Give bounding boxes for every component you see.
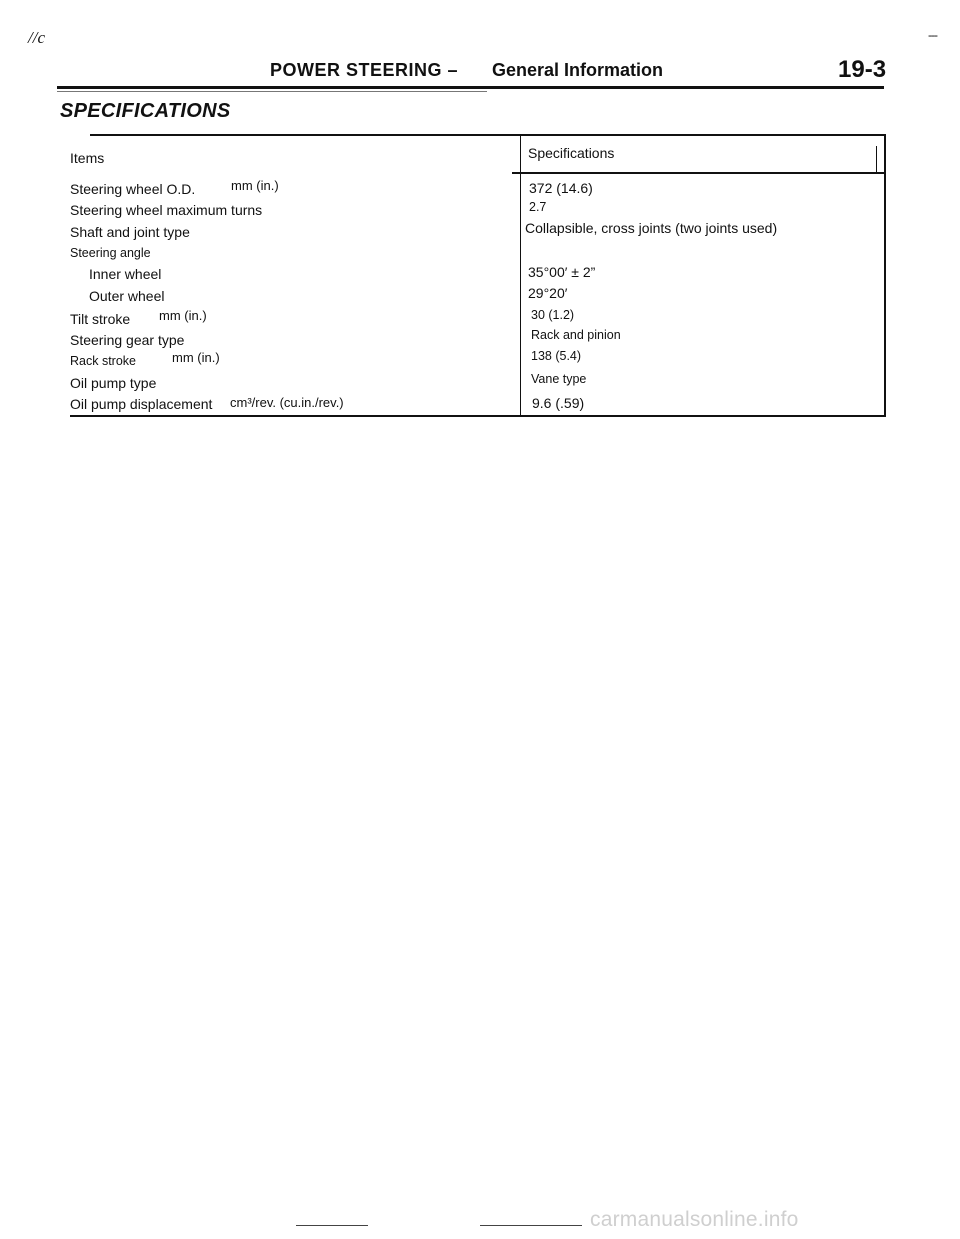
- table-row-unit: mm (in.): [231, 178, 279, 193]
- header-subtitle: General Information: [492, 60, 664, 80]
- header-title: POWER STEERING –: [270, 60, 459, 80]
- table-row-item: Outer wheel: [89, 288, 165, 304]
- table-row-item: Oil pump type: [70, 375, 157, 391]
- table-header-rule: [512, 172, 886, 174]
- table-row-spec: 29°20′: [528, 285, 568, 301]
- table-row-item: Oil pump displacement: [70, 396, 213, 412]
- table-row-item: Steering gear type: [70, 332, 185, 348]
- header-rule-secondary: [57, 91, 487, 92]
- table-row-item: Shaft and joint type: [70, 224, 190, 240]
- table-row-item: Tilt stroke: [70, 311, 131, 327]
- table-row-item: Steering wheel O.D.: [70, 181, 196, 197]
- table-right-border: [884, 134, 886, 417]
- table-header-tick: [876, 146, 877, 172]
- table-row-item: Rack stroke: [70, 354, 136, 368]
- section-title: SPECIFICATIONS: [60, 100, 231, 122]
- page-number: 19-3: [838, 56, 887, 83]
- table-row-item: Steering angle: [70, 246, 151, 260]
- table-row-spec: Vane type: [531, 372, 587, 386]
- corner-mark: //c: [28, 28, 45, 47]
- table-row-spec: 35°00′ ± 2”: [528, 264, 596, 280]
- table-top-rule: [90, 134, 886, 136]
- footer-line-right: [480, 1225, 582, 1226]
- table-row-spec: Rack and pinion: [531, 328, 621, 342]
- table-row-unit: mm (in.): [172, 350, 220, 365]
- table-row-spec: Collapsible, cross joints (two joints us…: [525, 220, 778, 236]
- watermark-text: carmanualsonline.info: [590, 1208, 799, 1231]
- table-row-spec: 372 (14.6): [529, 180, 593, 196]
- footer-line-left: [296, 1225, 368, 1226]
- table-row-item: Inner wheel: [89, 266, 162, 282]
- table-bottom-rule: [70, 415, 886, 417]
- table-row-item: Steering wheel maximum turns: [70, 202, 263, 218]
- corner-dash: ---: [928, 28, 938, 42]
- table-row-spec: 138 (5.4): [531, 349, 582, 363]
- table-column-divider: [520, 136, 521, 416]
- table-row-spec: 30 (1.2): [531, 308, 575, 322]
- table-row-spec: 2.7: [529, 200, 547, 214]
- column-header-specifications: Specifications: [528, 145, 615, 161]
- table-row-spec: 9.6 (.59): [532, 395, 585, 411]
- header-rule: [57, 86, 884, 89]
- table-row-unit: mm (in.): [159, 308, 207, 323]
- table-row-unit: cm³/rev. (cu.in./rev.): [230, 395, 344, 410]
- column-header-items: Items: [70, 150, 105, 166]
